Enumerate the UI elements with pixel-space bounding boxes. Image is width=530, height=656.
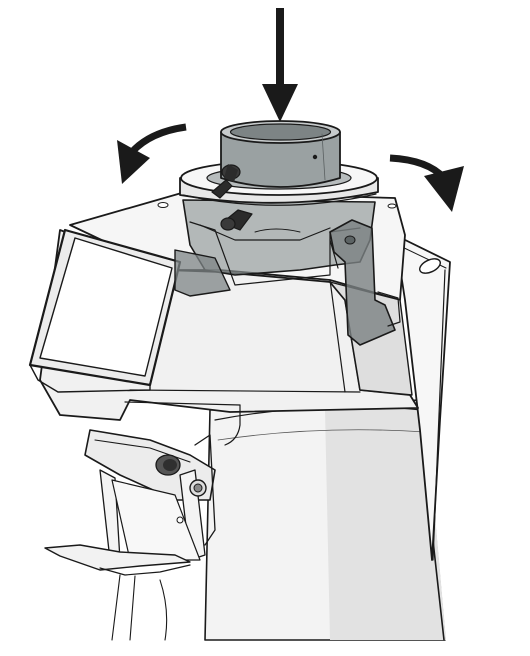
arrow-down-icon [262,8,298,122]
locking-lever [329,219,396,346]
hopper-lock-knob [220,209,253,231]
feed-tube [220,120,341,188]
cup-holder-fork [44,544,191,571]
curved-arrow-left-icon [117,123,187,184]
portafilter-fork-assembly [44,429,216,641]
right-side-panel [394,234,451,561]
side-panel-slot [419,258,441,274]
curved-arrow-right-icon [389,154,464,212]
tube-clamp-knob [211,164,241,199]
grinder-base-body [204,399,446,641]
display-screen [28,228,182,393]
